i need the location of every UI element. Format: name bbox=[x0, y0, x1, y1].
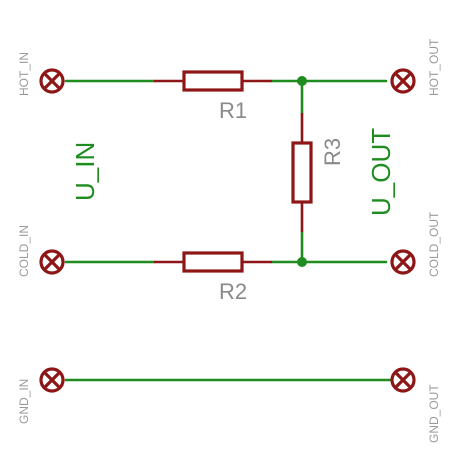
pin-label-gnd-out: GND_OUT bbox=[427, 384, 441, 443]
pin-label-hot-out: HOT_OUT bbox=[427, 38, 441, 96]
pad-gnd-out[interactable] bbox=[390, 367, 416, 393]
pin-label-cold-out: COLD_OUT bbox=[427, 211, 441, 277]
junction-dot-bottom bbox=[297, 257, 307, 267]
pad-hot-in[interactable] bbox=[39, 68, 65, 94]
pad-cold-out[interactable] bbox=[390, 249, 416, 275]
wires bbox=[64, 79, 392, 382]
resistor-label-r3: R3 bbox=[320, 138, 345, 166]
resistor-r3[interactable] bbox=[291, 113, 313, 232]
pin-label-hot-in: HOT_IN bbox=[17, 52, 31, 96]
junction-dot-top bbox=[297, 76, 307, 86]
pad-cold-in[interactable] bbox=[39, 249, 65, 275]
resistor-r1[interactable] bbox=[154, 70, 272, 92]
pin-label-cold-in: COLD_IN bbox=[17, 225, 31, 277]
resistor-label-r2: R2 bbox=[219, 279, 247, 304]
net-label-u-out: U_OUT bbox=[366, 128, 396, 216]
resistor-label-r1: R1 bbox=[219, 98, 247, 123]
net-label-u-in: U_IN bbox=[70, 142, 100, 201]
resistor-r2[interactable] bbox=[154, 251, 272, 273]
pad-hot-out[interactable] bbox=[390, 68, 416, 94]
pin-label-gnd-in: GND_IN bbox=[17, 379, 31, 424]
pad-gnd-in[interactable] bbox=[39, 367, 65, 393]
